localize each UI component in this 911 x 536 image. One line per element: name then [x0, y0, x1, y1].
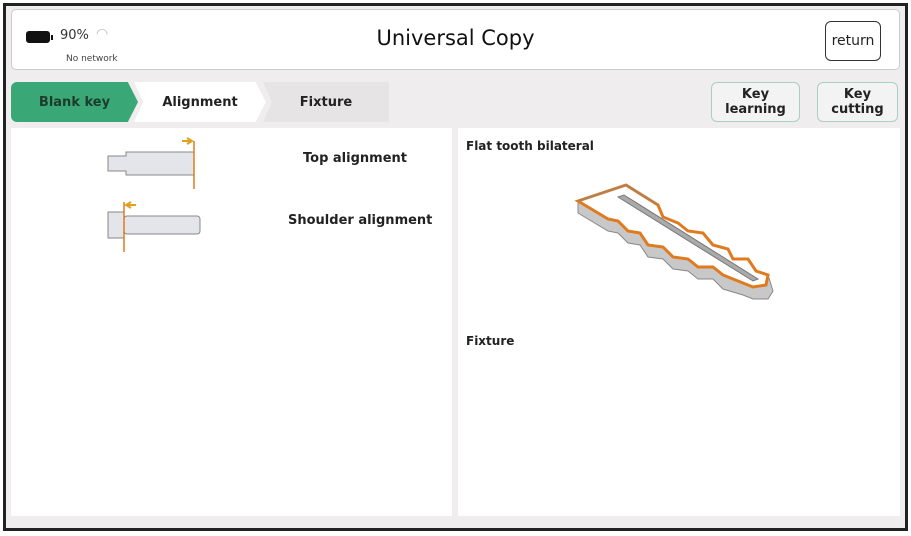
app-window: 90% ◠ No network Universal Copy return B… [3, 3, 908, 531]
key-type-label: Flat tooth bilateral [466, 139, 594, 153]
battery-percent: 90% [60, 28, 89, 43]
network-status: No network [66, 54, 118, 64]
return-button[interactable]: return [825, 21, 881, 61]
step-blank-key[interactable]: Blank key [11, 82, 138, 122]
key-cutting-button[interactable]: Key cutting [817, 82, 898, 122]
fixture-label: Fixture [466, 334, 515, 348]
step-alignment[interactable]: Alignment [134, 82, 266, 122]
key-learning-button[interactable]: Key learning [711, 82, 800, 122]
top-alignment-icon [107, 137, 195, 189]
page-title: Universal Copy [376, 26, 535, 50]
top-alignment-label: Top alignment [303, 151, 407, 166]
shoulder-alignment-label: Shoulder alignment [288, 213, 433, 228]
alignment-panel: Top alignment Shoulder alignment [11, 128, 452, 516]
flat-tooth-key-image [574, 183, 774, 300]
step-fixture[interactable]: Fixture [263, 82, 389, 122]
header: 90% ◠ No network Universal Copy return [11, 9, 900, 70]
wifi-icon: ◠ [96, 26, 109, 42]
shoulder-alignment-icon [107, 201, 201, 252]
battery-icon [26, 31, 53, 43]
key-detail-panel: Flat tooth bilateral Fixture [458, 128, 900, 516]
